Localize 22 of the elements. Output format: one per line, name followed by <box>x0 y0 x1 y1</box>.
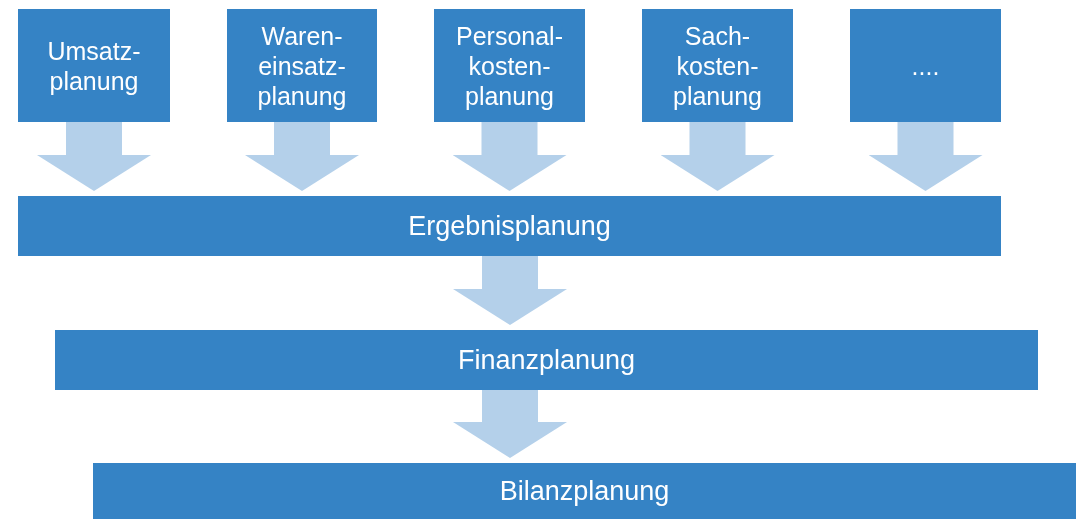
block-arrow <box>660 122 775 191</box>
process-box <box>18 196 1001 256</box>
block-arrow <box>245 122 359 191</box>
process-box <box>434 9 585 122</box>
box-label: Ergebnisplanung <box>408 209 611 243</box>
process-box <box>850 9 1001 122</box>
block-arrow <box>868 122 983 191</box>
process-box <box>18 9 170 122</box>
process-box <box>55 330 1038 390</box>
block-arrow <box>452 122 567 191</box>
box-label: Bilanzplanung <box>499 474 670 508</box>
box-label: Personal- kosten- planung <box>455 20 564 111</box>
block-arrow <box>453 256 567 325</box>
box-label: Umsatz- planung <box>46 35 142 96</box>
process-box <box>93 463 1076 519</box>
process-box <box>227 9 377 122</box>
box-label: Finanzplanung <box>457 343 636 377</box>
box-label: Waren- einsatz- planung <box>256 20 348 111</box>
box-label: .... <box>911 50 940 81</box>
process-box <box>642 9 793 122</box>
block-arrow <box>37 122 151 191</box>
box-label: Sach- kosten- planung <box>672 20 763 111</box>
